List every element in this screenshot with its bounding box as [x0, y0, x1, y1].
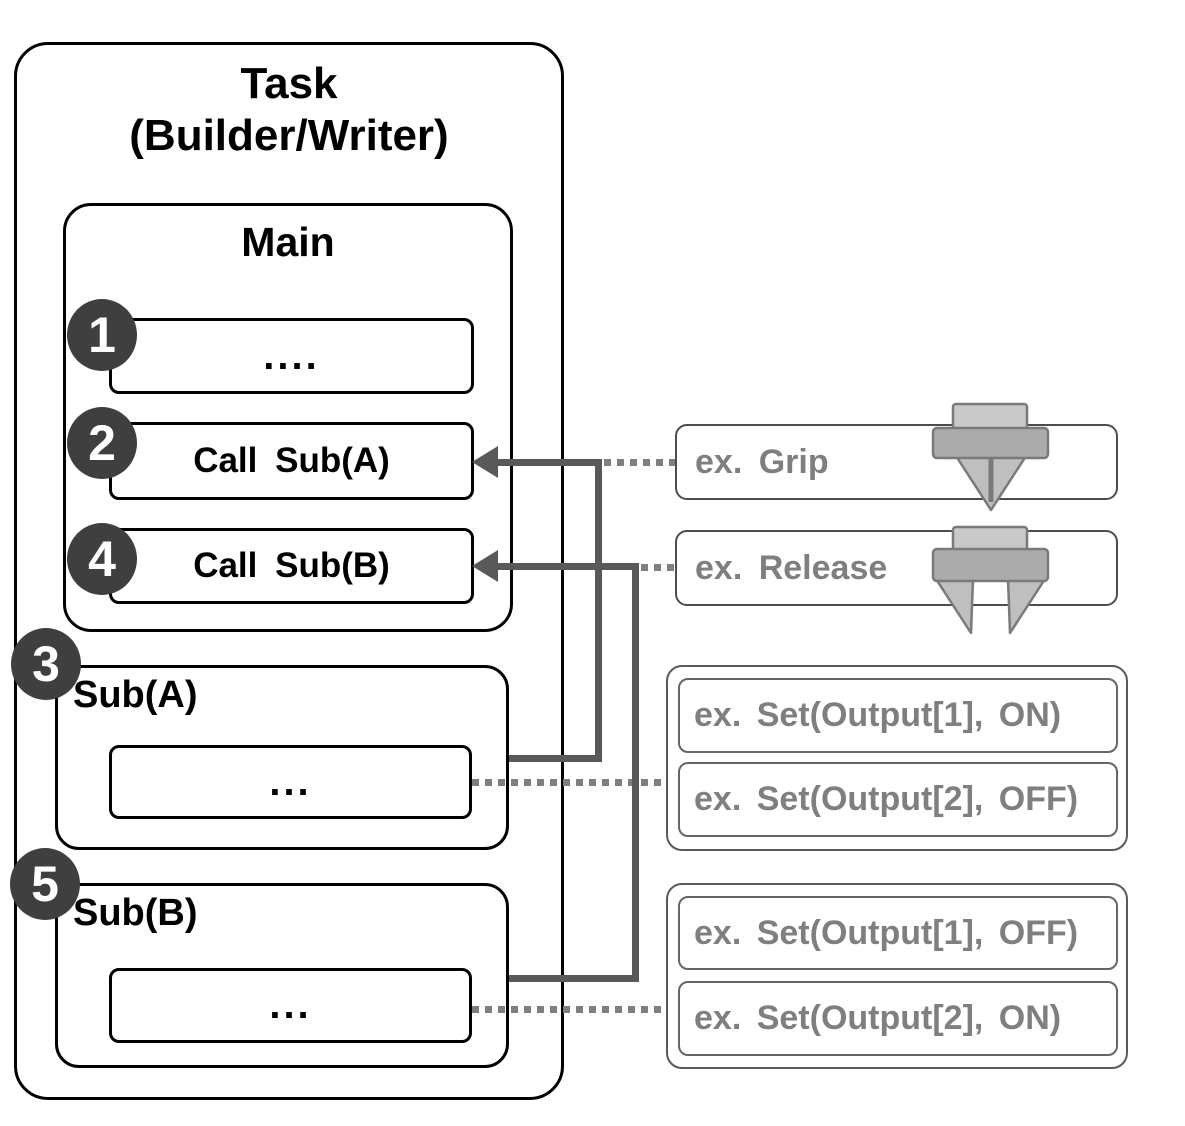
- call-sub-a-label: Call Sub(A): [193, 441, 390, 480]
- sub-b-body-box: ...: [109, 968, 472, 1043]
- dotted-link-release: [641, 564, 675, 571]
- example-release-label: ex. Release: [695, 548, 888, 587]
- main-step-1-label: ....: [263, 333, 320, 378]
- gripper-open-icon: [931, 525, 1050, 635]
- sub-a-output-2-label: ex. Set(Output[2], OFF): [694, 780, 1079, 818]
- sub-a-output-1-label: ex. Set(Output[1], ON): [694, 696, 1062, 734]
- example-grip-label: ex. Grip: [695, 442, 829, 481]
- sub-b-output-1-box: ex. Set(Output[1], OFF): [678, 896, 1118, 970]
- connector-sub-a-vertical-line: [595, 459, 602, 762]
- sub-b-output-1-label: ex. Set(Output[1], OFF): [694, 913, 1079, 952]
- sub-a-title: Sub(A): [73, 674, 198, 716]
- connector-sub-b-vertical-line: [632, 563, 639, 982]
- task-title: Task (Builder/Writer): [14, 58, 564, 162]
- connector-sub-a-arrow-line: [496, 459, 602, 466]
- call-sub-b-label: Call Sub(B): [193, 546, 390, 585]
- step-badge-4: 4: [67, 523, 137, 595]
- gripper-closed-icon: [931, 402, 1050, 512]
- sub-a-output-2-box: ex. Set(Output[2], OFF): [678, 762, 1118, 837]
- sub-b-title: Sub(B): [73, 892, 198, 934]
- sub-b-body-label: ...: [269, 983, 312, 1027]
- arrowhead-into-call-sub-b: [472, 550, 498, 582]
- sub-a-output-1-box: ex. Set(Output[1], ON): [678, 678, 1118, 753]
- dotted-link-sub-a-outputs: [472, 779, 666, 786]
- task-title-line1: Task: [240, 59, 338, 108]
- sub-b-output-2-box: ex. Set(Output[2], ON): [678, 981, 1118, 1056]
- sub-a-body-label: ...: [269, 759, 312, 804]
- step-badge-3: 3: [11, 628, 81, 700]
- sub-a-body-box: ...: [109, 745, 472, 819]
- step-badge-5: 5: [10, 848, 80, 920]
- dotted-link-sub-b-outputs: [472, 1006, 666, 1013]
- example-grip-box: ex. Grip: [675, 424, 1118, 500]
- main-step-1-box: ....: [109, 318, 474, 394]
- task-title-line2: (Builder/Writer): [129, 111, 449, 160]
- arrowhead-into-call-sub-a: [472, 446, 498, 478]
- sub-b-output-2-label: ex. Set(Output[2], ON): [694, 999, 1062, 1037]
- main-title: Main: [241, 219, 335, 265]
- step-badge-1: 1: [67, 299, 137, 371]
- connector-sub-b-arrow-line: [496, 563, 639, 570]
- connector-sub-b-exit-line: [509, 975, 639, 982]
- main-step-2-box: Call Sub(A): [109, 422, 474, 500]
- main-step-4-box: Call Sub(B): [109, 528, 474, 604]
- dotted-link-grip: [604, 459, 675, 466]
- connector-sub-a-exit-line: [509, 755, 600, 762]
- step-badge-2: 2: [67, 407, 137, 479]
